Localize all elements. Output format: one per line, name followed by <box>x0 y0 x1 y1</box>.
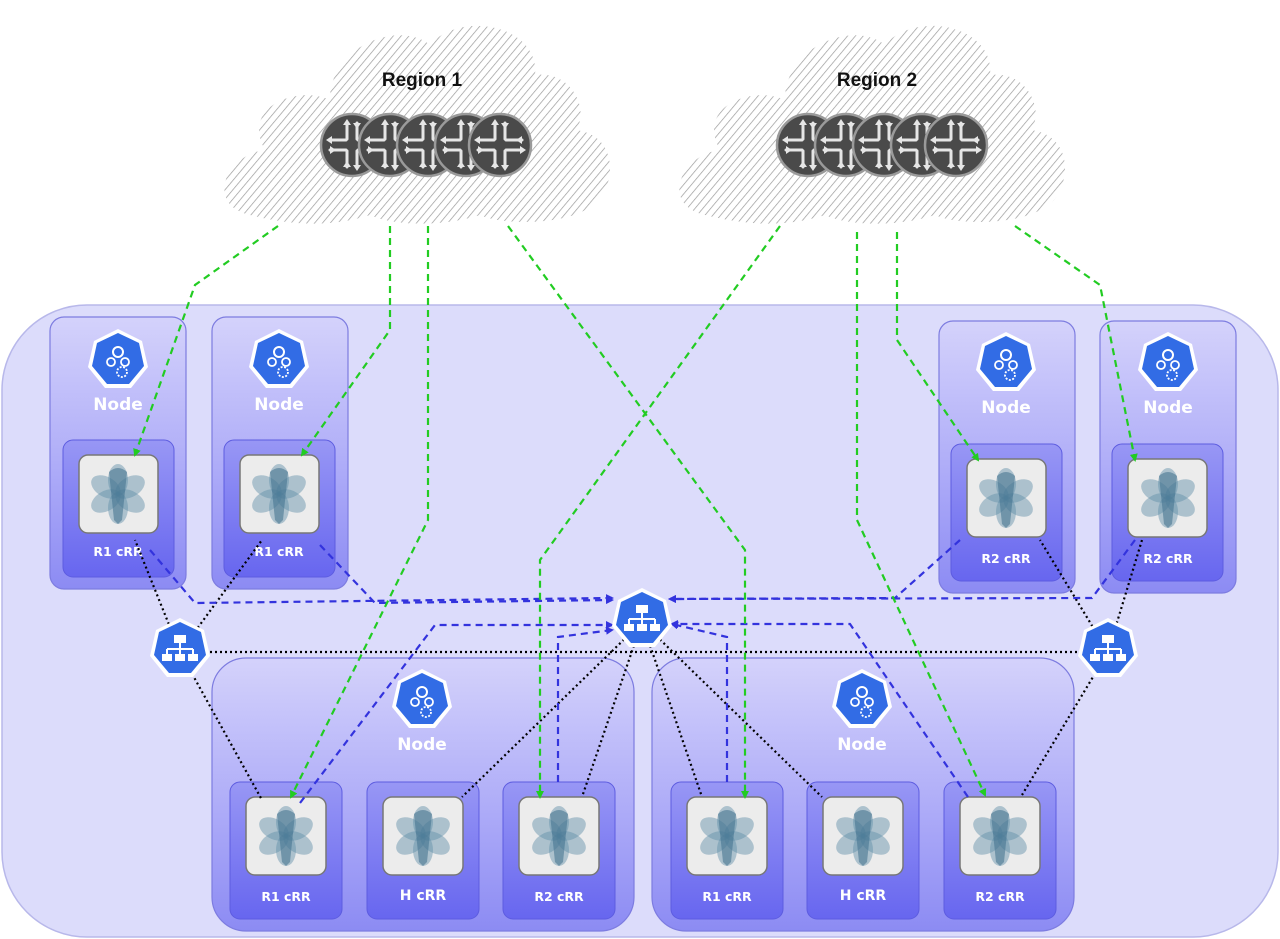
region-2-cloud: Region 2 <box>679 25 1065 224</box>
pod-label: R1 cRR <box>93 544 143 559</box>
worker-node: Node R1 cRR <box>49 316 187 590</box>
worker-node: Node R1 cRR <box>211 316 349 590</box>
node-label: Node <box>93 395 143 415</box>
region-1-title: Region 1 <box>382 70 463 91</box>
bgp-sessions <box>133 225 1138 799</box>
node-label: Node <box>1143 398 1193 418</box>
region-2-title: Region 2 <box>837 70 917 91</box>
region-1-cloud: Region 1 <box>224 25 610 224</box>
pod-label: H cRR <box>400 888 447 904</box>
pod-label: R2 cRR <box>981 551 1031 566</box>
node-label: Node <box>397 735 447 755</box>
worker-node: Node R2 cRR <box>938 320 1076 594</box>
region-2-routers <box>775 112 989 178</box>
pod-label: R2 cRR <box>1143 551 1193 566</box>
pod-label: R1 cRR <box>702 889 752 904</box>
node-label: Node <box>837 735 887 755</box>
pod-label: R1 cRR <box>261 889 311 904</box>
pod-label: R2 cRR <box>534 889 584 904</box>
pod-label: R1 cRR <box>254 544 304 559</box>
worker-node: Node R1 cRR H cRR R2 cRR <box>211 657 635 932</box>
node-label: Node <box>981 398 1031 418</box>
region-1-routers <box>319 112 533 178</box>
router-icon <box>923 112 989 178</box>
pod-label: R2 cRR <box>975 889 1025 904</box>
node-label: Node <box>254 395 304 415</box>
router-icon <box>467 112 533 178</box>
lb-flows <box>149 539 1136 804</box>
worker-node: Node R1 cRR H cRR R2 cRR <box>651 657 1075 932</box>
worker-node: Node R2 cRR <box>1099 320 1237 594</box>
pod-label: H cRR <box>840 888 887 904</box>
